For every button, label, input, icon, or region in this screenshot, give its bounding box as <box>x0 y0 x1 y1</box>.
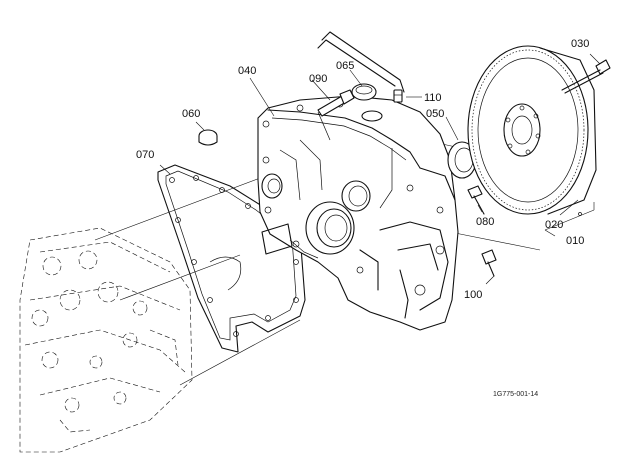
housing-bolt <box>481 249 497 277</box>
label-110: 110 <box>424 92 442 104</box>
plug-cap <box>198 129 218 146</box>
label-100: 100 <box>464 289 482 301</box>
flange-bolt <box>467 185 485 215</box>
label-040: 040 <box>238 65 256 77</box>
assembly-bracket <box>544 202 595 237</box>
cover-bolt <box>317 89 355 117</box>
label-070: 070 <box>136 149 154 161</box>
label-010: 010 <box>566 235 584 247</box>
label-065: 065 <box>336 60 354 72</box>
oil-seal <box>447 141 477 179</box>
label-020: 020 <box>545 219 563 231</box>
flywheel <box>467 45 597 216</box>
part-labels: 040 090 065 110 050 060 070 030 020 010 … <box>136 38 589 301</box>
flywheel-bolt-holes <box>505 105 541 155</box>
gear-case <box>257 95 459 331</box>
label-090: 090 <box>309 73 327 85</box>
engine-block-phantom <box>19 227 193 453</box>
oil-filler-cap <box>351 83 377 101</box>
label-050: 050 <box>426 108 444 120</box>
label-080: 080 <box>476 216 494 228</box>
label-060: 060 <box>182 108 200 120</box>
breather-hose <box>317 31 405 93</box>
label-030: 030 <box>571 38 589 50</box>
callout-leaders <box>159 53 601 285</box>
hose-fitting <box>393 89 403 103</box>
flywheel-bolt <box>561 59 611 94</box>
drawing-reference: 1G775-001-14 <box>493 391 538 398</box>
